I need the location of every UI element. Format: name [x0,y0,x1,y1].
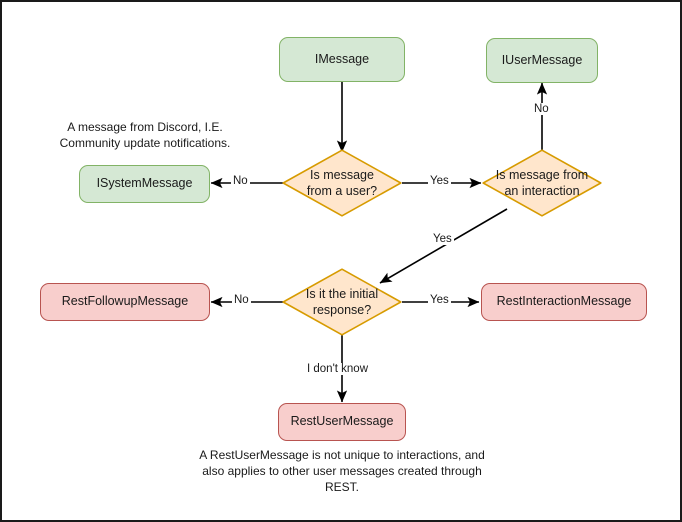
node-restinteractionmessage[interactable]: RestInteractionMessage [481,283,647,321]
node-restfollowupmessage[interactable]: RestFollowupMessage [40,283,210,321]
decision-user-shape [282,149,402,217]
node-imessage[interactable]: IMessage [279,37,405,82]
edge-label-user-yes: Yes [428,175,451,187]
node-decision-initial-label: Is it the initial response? [305,286,379,317]
edge-label-interaction-no: No [532,103,551,115]
node-isystemmessage-label: ISystemMessage [96,176,193,191]
edge-label-interaction-yes: Yes [431,233,454,245]
edge-label-initial-yes: Yes [428,294,451,306]
node-iusermessage[interactable]: IUserMessage [486,38,598,83]
node-isystemmessage[interactable]: ISystemMessage [79,165,210,203]
edge-label-initial-no: No [232,294,251,306]
node-restfollowupmessage-label: RestFollowupMessage [61,294,189,309]
node-decision-initial[interactable]: Is it the initial response? [282,268,402,336]
note-rest-user-message: A RestUserMessage is not unique to inter… [199,448,485,494]
node-imessage-label: IMessage [314,51,370,66]
node-decision-user[interactable]: Is message from a user? [282,149,402,217]
node-restusermessage-label: RestUserMessage [290,414,394,429]
node-restusermessage[interactable]: RestUserMessage [278,403,406,441]
node-decision-user-label: Is message from a user? [306,167,378,198]
node-iusermessage-label: IUserMessage [501,52,583,67]
note-system-message: A message from Discord, I.E. Community u… [59,120,231,150]
decision-interaction-shape [482,149,602,217]
edge-label-initial-unknown: I don't know [305,363,371,375]
node-decision-interaction[interactable]: Is message from an interaction [482,149,602,217]
edge-label-user-no: No [231,175,250,187]
node-decision-interaction-label: Is message from an interaction [495,167,589,198]
node-restinteractionmessage-label: RestInteractionMessage [496,294,632,309]
